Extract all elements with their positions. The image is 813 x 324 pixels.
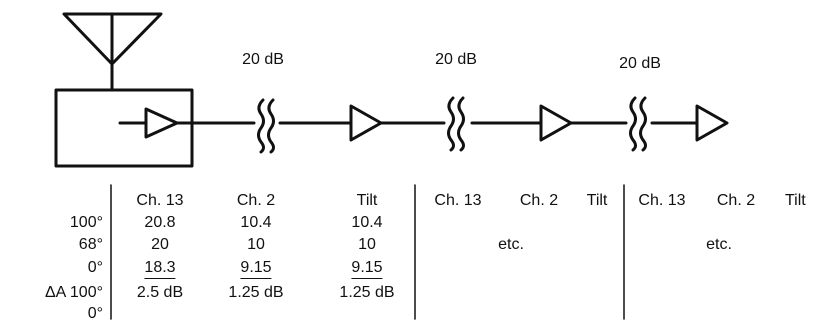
table-cell: 18.3 [144, 259, 176, 279]
column-header-ch2: Ch. 2 [519, 192, 559, 209]
antenna-icon [62, 12, 163, 92]
table-cell: 10 [247, 236, 265, 253]
table-cell: 1.25 dB [228, 284, 284, 301]
column-header-ch2: Ch. 2 [716, 192, 756, 209]
headend-box [54, 88, 194, 168]
column-header-ch13: Ch. 13 [136, 192, 184, 209]
column-header-ch2: Ch. 2 [236, 192, 276, 209]
row-label: 0° [87, 305, 103, 322]
etc-note: etc. [706, 236, 732, 253]
column-header-ch13: Ch. 13 [638, 192, 686, 209]
row-label: 68° [78, 236, 103, 253]
cable-break-icon [447, 96, 465, 152]
cable-break-icon [257, 98, 275, 154]
headend-amplifier-icon [144, 107, 179, 139]
table-cell: 10 [358, 236, 376, 253]
table-cell: 1.25 dB [339, 284, 395, 301]
stage-gain-label: 20 dB [619, 55, 661, 72]
row-label: ΔA 100° [44, 284, 103, 301]
etc-note: etc. [498, 236, 524, 253]
table-cell: 9.15 [351, 259, 383, 279]
column-header-ch13: Ch. 13 [434, 192, 482, 209]
stage-gain-label: 20 dB [435, 51, 477, 68]
line-amplifier-icon [349, 104, 383, 142]
table-cell: 20 [151, 236, 169, 253]
column-header-tilt: Tilt [356, 192, 378, 209]
table-cell: 9.15 [240, 259, 272, 279]
row-label: 100° [69, 214, 103, 231]
line-amplifier-icon [695, 104, 729, 142]
stage-gain-label: 20 dB [242, 51, 284, 68]
row-label: 0° [87, 259, 103, 276]
table-cell: 10.4 [351, 214, 383, 231]
table-cell: 10.4 [240, 214, 272, 231]
column-header-tilt: Tilt [586, 192, 608, 209]
column-header-tilt: Tilt [785, 192, 806, 209]
table-cell: 2.5 dB [136, 284, 184, 301]
cable-break-icon [629, 96, 647, 152]
table-cell: 20.8 [144, 214, 176, 231]
line-amplifier-icon [539, 104, 573, 142]
